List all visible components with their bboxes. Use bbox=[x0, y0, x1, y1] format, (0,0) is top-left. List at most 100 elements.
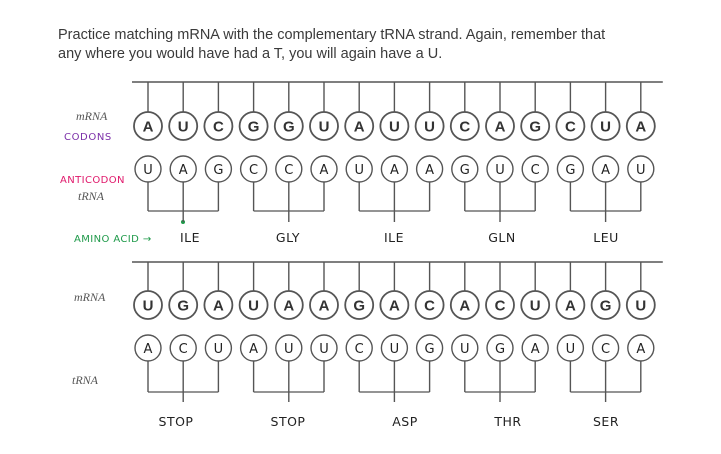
mrna-base-circle bbox=[485, 290, 515, 320]
mrna-base: A bbox=[213, 298, 224, 315]
mrna-base: C bbox=[459, 119, 470, 136]
trna-base: A bbox=[425, 163, 434, 178]
trna-base: U bbox=[636, 163, 646, 178]
trna-base: U bbox=[495, 163, 505, 178]
trna-base: A bbox=[636, 342, 645, 357]
mrna-base-circle bbox=[344, 111, 375, 141]
mrna-base: G bbox=[248, 119, 260, 136]
mrna-base: U bbox=[143, 298, 154, 315]
mrna-base: A bbox=[283, 298, 294, 315]
amino-acid-label: ASP bbox=[392, 414, 418, 429]
mrna-base-circle bbox=[520, 111, 551, 141]
trna-base: C bbox=[284, 163, 293, 178]
mrna-base: U bbox=[424, 119, 435, 136]
amino-acid-label: STOP bbox=[159, 414, 194, 429]
mrna-base: A bbox=[143, 119, 154, 136]
amino-acid-label: ILE bbox=[180, 230, 200, 245]
mrna-base: A bbox=[354, 119, 365, 136]
trna-base: A bbox=[144, 342, 153, 357]
trna-base: C bbox=[531, 163, 540, 178]
mrna-base: C bbox=[213, 119, 224, 136]
amino-acid-label: THR bbox=[493, 414, 521, 429]
amino-acid-label: GLY bbox=[276, 230, 300, 245]
trna-label-2: tRNA bbox=[72, 373, 99, 387]
mrna-base: G bbox=[283, 119, 295, 136]
amino-acid-label: SER bbox=[593, 414, 619, 429]
mrna-base: U bbox=[248, 298, 259, 315]
amino-acid-label: AMINO ACID → bbox=[74, 234, 152, 245]
amino-acid-label: GLN bbox=[488, 230, 516, 245]
trna-base: G bbox=[495, 342, 505, 357]
mrna-base-circle bbox=[414, 290, 445, 320]
mrna-base: U bbox=[389, 119, 400, 136]
trna-base: A bbox=[320, 163, 329, 178]
mrna-base-circle bbox=[273, 111, 304, 141]
amino-acid-label: LEU bbox=[593, 230, 619, 245]
instructions: Practice matching mRNA with the compleme… bbox=[58, 26, 708, 64]
mrna-base: A bbox=[459, 298, 470, 315]
mrna-base-circle bbox=[238, 111, 269, 141]
instructions-line-2: any where you would have had a T, you wi… bbox=[58, 46, 443, 62]
mrna-base-circle bbox=[555, 290, 586, 320]
mrna-base: A bbox=[389, 298, 400, 315]
trna-base: U bbox=[214, 342, 224, 357]
mrna-base: C bbox=[495, 298, 506, 315]
mrna-base-circle bbox=[625, 111, 656, 141]
mrna-base-circle bbox=[625, 290, 656, 320]
mrna-base: U bbox=[530, 298, 541, 315]
mrna-base-circle bbox=[238, 290, 269, 320]
mrna-base: G bbox=[529, 119, 541, 136]
mrna-base-circle bbox=[133, 111, 163, 141]
mrna-base-circle bbox=[555, 111, 586, 141]
mrna-base-circle bbox=[485, 111, 515, 141]
trna-base: U bbox=[354, 163, 364, 178]
mrna-base-circle bbox=[449, 111, 480, 141]
trna-base: G bbox=[565, 163, 575, 178]
trna-base: U bbox=[284, 342, 294, 357]
trna-base: C bbox=[601, 342, 610, 357]
trna-base: A bbox=[249, 342, 258, 357]
mrna-label-1: mRNA bbox=[76, 109, 108, 123]
mrna-base-circle bbox=[344, 290, 375, 320]
anticodon-label: ANTICODON bbox=[60, 175, 125, 186]
mrna-label-2: mRNA bbox=[74, 290, 106, 304]
trna-base: G bbox=[460, 163, 470, 178]
mrna-base: U bbox=[635, 298, 646, 315]
mrna-base-circle bbox=[590, 290, 621, 320]
mrna-base: A bbox=[565, 298, 576, 315]
mrna-base-circle bbox=[133, 290, 163, 320]
mrna-base-circle bbox=[203, 290, 234, 320]
amino-acid-label: STOP bbox=[271, 414, 306, 429]
trna-base: G bbox=[425, 342, 435, 357]
mrna-base-circle bbox=[273, 290, 304, 320]
trna-base: A bbox=[531, 342, 540, 357]
trna-base: C bbox=[355, 342, 364, 357]
mrna-base-circle bbox=[379, 111, 410, 141]
mrna-base: U bbox=[178, 119, 189, 136]
mrna-base: G bbox=[353, 298, 365, 315]
mrna-base-circle bbox=[379, 290, 410, 320]
mrna-base: A bbox=[319, 298, 330, 315]
mrna-base-circle bbox=[309, 290, 339, 320]
trna-base: C bbox=[249, 163, 258, 178]
trna-base: G bbox=[213, 163, 223, 178]
mrna-base-circle bbox=[203, 111, 234, 141]
mrna-base: G bbox=[600, 298, 612, 315]
mrna-base-circle bbox=[168, 111, 199, 141]
mrna-base: U bbox=[319, 119, 330, 136]
mrna-base-circle bbox=[449, 290, 480, 320]
trna-base: A bbox=[601, 163, 610, 178]
trna-base: U bbox=[460, 342, 470, 357]
mrna-base-circle bbox=[414, 111, 445, 141]
trna-base: A bbox=[179, 163, 188, 178]
trna-label-1: tRNA bbox=[78, 189, 105, 203]
instructions-line-1: Practice matching mRNA with the compleme… bbox=[58, 27, 606, 43]
mrna-base: C bbox=[565, 119, 576, 136]
mrna-base: A bbox=[495, 119, 506, 136]
mrna-base-circle bbox=[309, 111, 339, 141]
mrna-base-circle bbox=[520, 290, 551, 320]
